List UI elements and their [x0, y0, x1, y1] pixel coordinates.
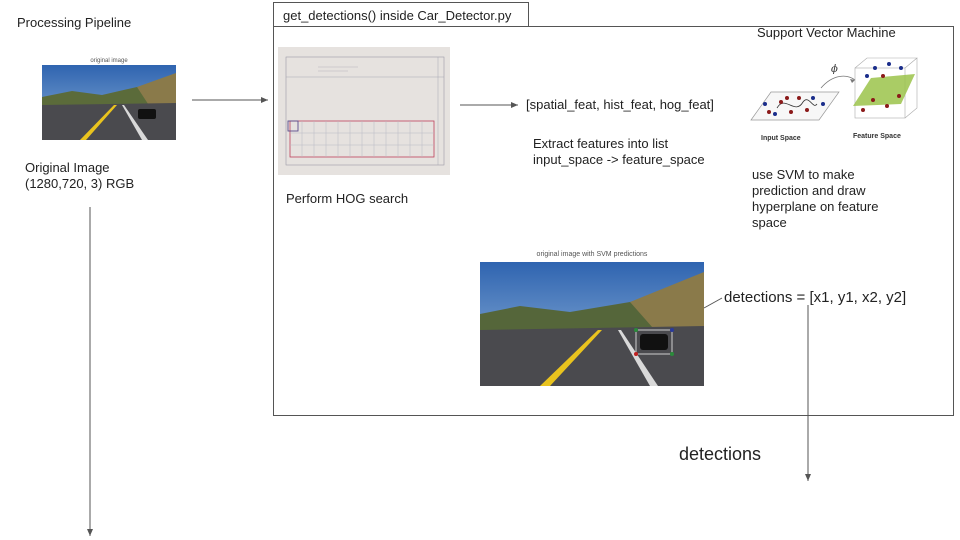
svm-space-icon — [750, 57, 918, 121]
prediction-image: original image with SVM predictions — [480, 249, 704, 386]
original-image-size: (1280,720, 3) RGB — [25, 176, 135, 191]
svm-description: use SVM to make prediction and draw hype… — [752, 167, 879, 230]
arrow-equation-connector — [703, 297, 723, 309]
road-photo-icon — [42, 65, 176, 140]
prediction-photo-icon — [480, 262, 704, 386]
original-image-thumbnail: original image — [42, 58, 176, 140]
prediction-thumb-title: original image with SVM predictions — [536, 251, 648, 258]
features-list: [spatial_feat, hist_feat, hog_feat] — [526, 97, 714, 112]
detector-tab-label: get_detections() inside Car_Detector.py — [283, 8, 512, 23]
hog-label: Perform HOG search — [286, 191, 409, 206]
pipeline-title: Processing Pipeline — [17, 15, 132, 30]
detector-tab: get_detections() inside Car_Detector.py — [273, 2, 529, 27]
svm-phi-label: ϕ — [831, 64, 838, 75]
svm-title: Support Vector Machine — [757, 25, 896, 40]
svm-input-space-label: Input Space — [761, 135, 801, 142]
svm-feature-space-label: Feature Space — [853, 133, 901, 140]
hog-grid-icon — [278, 47, 450, 175]
extract-line-2: input_space -> feature_space — [533, 152, 705, 167]
hog-search-image — [278, 47, 450, 175]
original-image-thumb-title: original image — [90, 58, 128, 64]
original-image-caption: Original Image — [25, 160, 110, 175]
svm-illustration: ϕ Input Space Feature Space — [747, 54, 919, 150]
extract-line-1: Extract features into list — [533, 136, 669, 151]
detections-output-label: detections — [679, 444, 762, 464]
detections-equation: detections = [x1, y1, x2, y2] — [724, 289, 907, 306]
